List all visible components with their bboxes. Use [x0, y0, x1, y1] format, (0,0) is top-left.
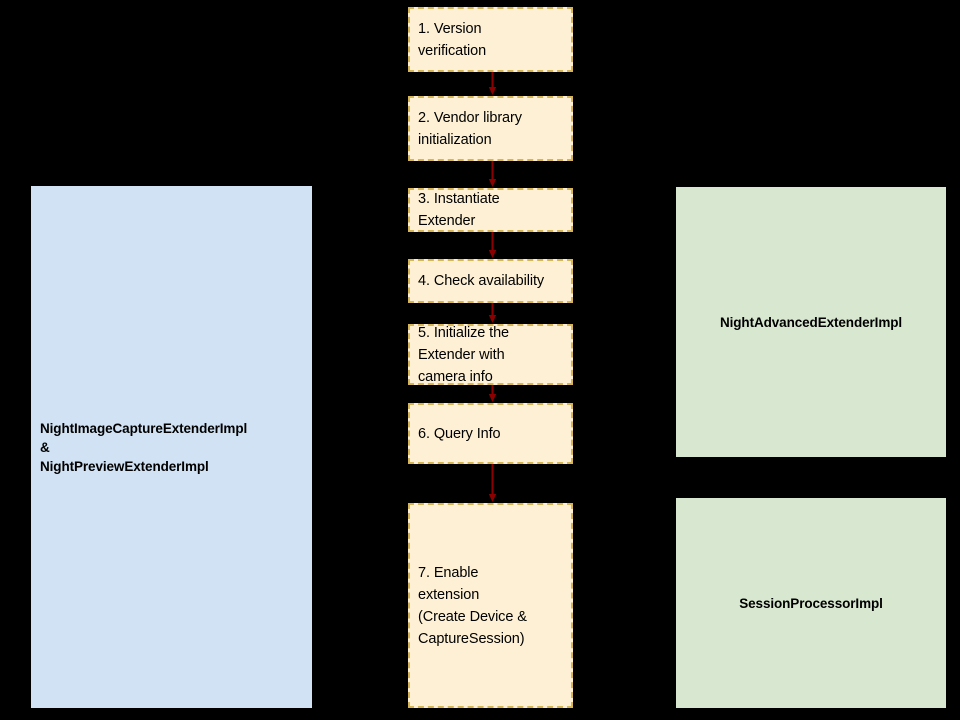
night-advanced-extender-panel[interactable]: NightAdvancedExtenderImpl — [676, 187, 946, 457]
step-5-label: 5. Initialize the Extender with camera i… — [418, 324, 509, 385]
arrow-icon-step3-to-step4 — [488, 232, 497, 259]
step-1-label: 1. Version verification — [418, 20, 487, 59]
step-4-label: 4. Check availability — [418, 273, 545, 289]
arrow-icon-step2-to-step3 — [488, 161, 497, 188]
arrow-icon-step6-to-step7 — [488, 464, 497, 503]
session-processor-panel[interactable]: SessionProcessorImpl — [676, 498, 946, 708]
step-6-query-info[interactable]: 6. Query Info — [408, 403, 573, 464]
step-7-label: 7. Enable extension (Create Device & Cap… — [418, 564, 527, 647]
arrow-icon-step4-to-step5 — [488, 303, 497, 324]
step-1-version-verification[interactable]: 1. Version verification — [408, 7, 573, 72]
step-3-instantiate-extender[interactable]: 3. Instantiate Extender — [408, 188, 573, 232]
arrow-icon-step5-to-step6 — [488, 385, 497, 403]
step-5-initialize-extender[interactable]: 5. Initialize the Extender with camera i… — [408, 324, 573, 385]
step-6-label: 6. Query Info — [418, 425, 501, 442]
step-2-label: 2. Vendor library initialization — [418, 109, 522, 148]
extender-impl-panel[interactable]: NightImageCaptureExtenderImpl & NightPre… — [31, 186, 312, 708]
step-7-enable-extension[interactable]: 7. Enable extension (Create Device & Cap… — [408, 503, 573, 708]
extender-impl-panel-label: NightImageCaptureExtenderImpl & NightPre… — [40, 420, 248, 474]
step-4-check-availability[interactable]: 4. Check availability — [408, 259, 573, 303]
step-2-vendor-library-initialization[interactable]: 2. Vendor library initialization — [408, 96, 573, 161]
step-3-label: 3. Instantiate Extender — [418, 191, 500, 229]
arrow-icon-step1-to-step2 — [488, 72, 497, 96]
night-advanced-extender-panel-label: NightAdvancedExtenderImpl — [719, 314, 903, 330]
session-processor-panel-label: SessionProcessorImpl — [739, 595, 883, 611]
